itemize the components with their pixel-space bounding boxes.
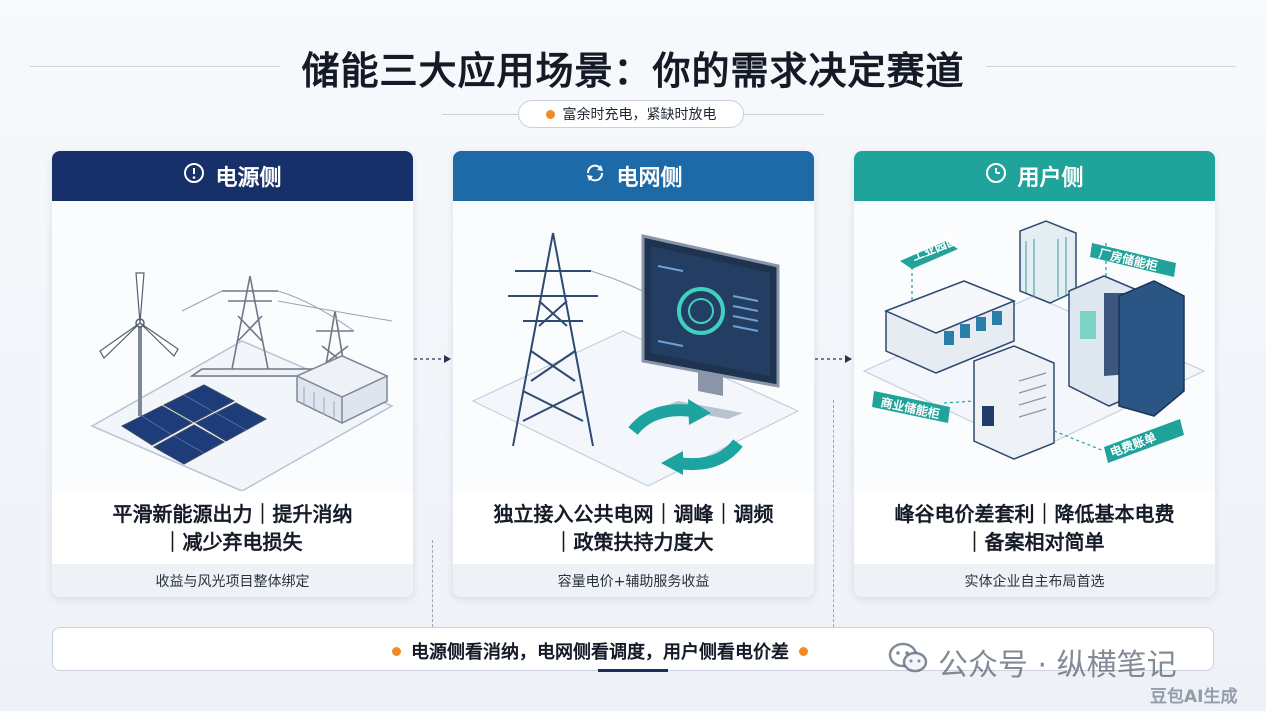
tag-text: 电费账单 (1108, 429, 1158, 460)
card-title: 电网侧 (616, 166, 683, 191)
tag-electricity-bill: 电费账单 (1104, 419, 1184, 463)
card-description: 平滑新能源出力｜提升消纳 ｜减少弃电损失 (52, 491, 413, 564)
card-description: 独立接入公共电网｜调峰｜调频 ｜政策扶持力度大 (453, 491, 814, 564)
card-description-line1: 峰谷电价差套利｜降低基本电费 (894, 501, 1175, 526)
card-description-line2: ｜减少弃电损失 (162, 529, 303, 554)
subtitle-pill: 富余时充电，紧缺时放电 (518, 100, 744, 128)
dashed-connector (833, 400, 835, 627)
tag-text: 厂房储能柜 (1097, 245, 1159, 273)
ai-generated-mark: 豆包AI生成 (1150, 687, 1238, 707)
card-description-line2: ｜备案相对简单 (964, 529, 1105, 554)
card-description-line2: ｜政策扶持力度大 (553, 529, 714, 554)
card-footer: 收益与风光项目整体绑定 (52, 564, 413, 597)
card-description-line1: 平滑新能源出力｜提升消纳 (112, 501, 353, 526)
card-footer: 实体企业自主布局首选 (854, 564, 1215, 597)
flow-arrow-icon (414, 350, 452, 369)
clock-icon (985, 162, 1007, 190)
watermark: 公众号 · 纵横笔记 (888, 640, 1177, 684)
orange-dot-icon (799, 646, 808, 656)
card-footer: 容量电价+辅助服务收益 (453, 564, 814, 597)
card-header: 电源侧 (52, 151, 413, 201)
watermark-text: 公众号 · 纵横笔记 (938, 648, 1177, 683)
card-grid-side: 电网侧 (453, 151, 814, 597)
banner-underline (598, 669, 668, 672)
grid-side-illustration (453, 201, 814, 491)
summary-banner-content: 电源侧看消纳，电网侧看调度，用户侧看电价差 (392, 638, 808, 664)
title-line-left (30, 66, 280, 67)
card-description-line1: 独立接入公共电网｜调峰｜调频 (493, 501, 774, 526)
card-title: 电源侧 (215, 166, 282, 191)
title-line-right (986, 66, 1236, 67)
summary-text: 电源侧看消纳，电网侧看调度，用户侧看电价差 (411, 642, 789, 663)
dashed-connector (432, 540, 434, 627)
card-title: 用户侧 (1017, 166, 1084, 191)
flow-arrow-icon (815, 350, 853, 369)
refresh-icon (584, 162, 606, 190)
info-circle-icon (183, 162, 205, 190)
page-title: 储能三大应用场景：你的需求决定赛道 (301, 49, 965, 93)
card-header: 用户侧 (854, 151, 1215, 201)
card-header: 电网侧 (453, 151, 814, 201)
subtitle-text: 富余时充电，紧缺时放电 (562, 107, 717, 123)
orange-dot-icon (392, 646, 401, 656)
tag-industrial-park: 工业园区 (900, 232, 960, 269)
card-user-side: 用户侧 工业园区 (854, 151, 1215, 597)
subtitle-line-right (744, 114, 824, 115)
card-power-side: 电源侧 (52, 151, 413, 597)
orange-dot-icon (545, 109, 555, 119)
tag-factory-storage: 厂房储能柜 (1090, 243, 1176, 277)
subtitle-line-left (442, 114, 518, 115)
card-description: 峰谷电价差套利｜降低基本电费 ｜备案相对简单 (854, 491, 1215, 564)
wechat-icon (888, 641, 928, 683)
power-side-illustration (52, 201, 413, 492)
user-side-illustration: 工业园区 厂房储能柜 商业储能柜 电费账单 (854, 201, 1215, 491)
